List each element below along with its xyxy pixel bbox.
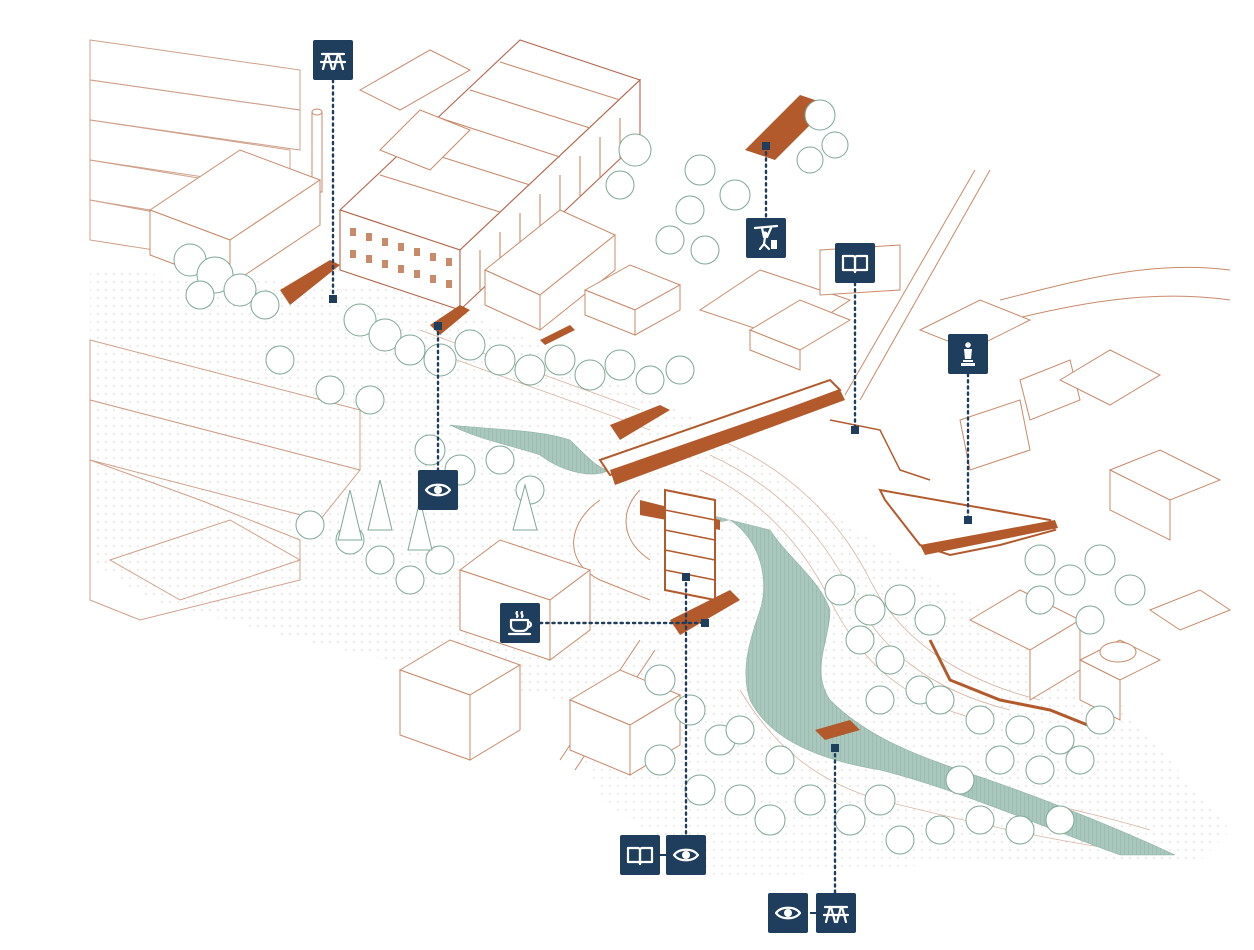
cafe-marker-tower[interactable] [500,603,540,643]
picnic-table-icon [822,905,850,924]
climbing-icon [753,224,779,251]
pair-connectors [660,854,816,914]
factory-building [338,39,642,312]
coffee-cup-icon [507,610,533,636]
timber-structures [280,95,1101,740]
tree-clusters [173,99,1146,855]
climbing-marker-garden[interactable] [746,218,786,258]
viewpoint-marker-river-north[interactable] [418,470,458,510]
middle-buildings [484,209,682,336]
eye-icon [774,906,802,920]
anchor-points [329,142,972,752]
monument-marker-plaza[interactable] [948,334,988,374]
open-book-icon [841,254,869,274]
statue-icon [961,342,975,366]
leader-lines [331,78,970,895]
eye-icon [672,848,700,862]
conifer-trees [337,479,538,551]
picnic-table-icon [319,52,347,71]
reading-marker-terrace[interactable] [835,243,875,283]
reading-marker-tower-base[interactable] [620,835,660,875]
open-book-icon [626,846,654,866]
picnic-marker-factory[interactable] [313,40,353,80]
eye-icon [424,483,452,497]
viewpoint-marker-tower-base[interactable] [666,835,706,875]
southeast-buildings [968,589,1232,721]
picnic-marker-river-deck[interactable] [816,893,856,933]
viewpoint-marker-river-deck[interactable] [768,893,808,933]
